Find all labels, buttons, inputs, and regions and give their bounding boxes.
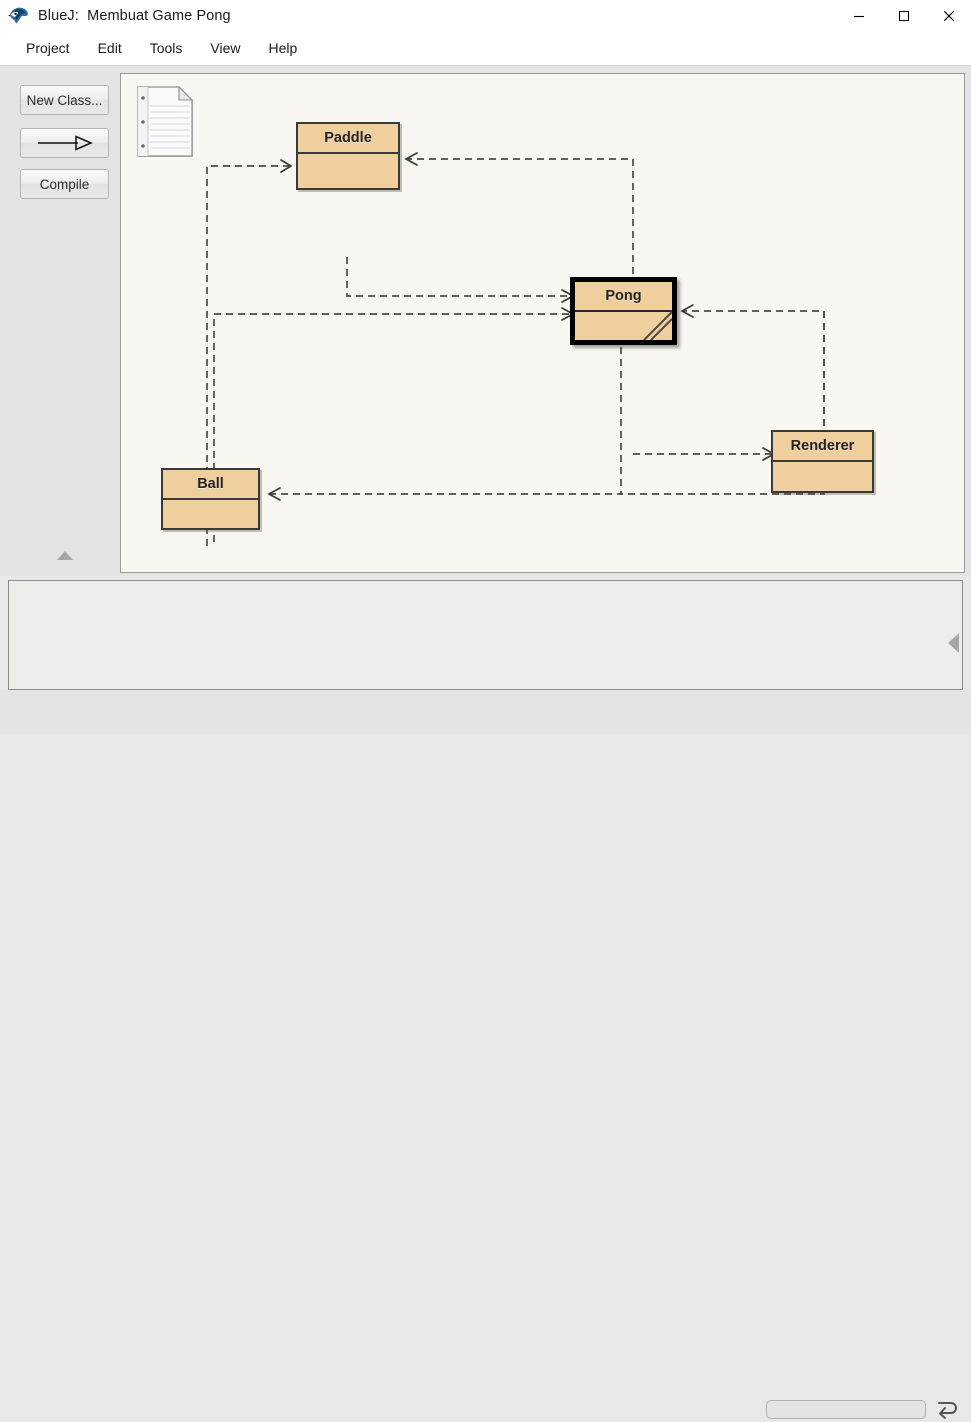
- terminal-panel[interactable]: [8, 580, 963, 690]
- close-icon: [943, 10, 954, 21]
- class-name-ball: Ball: [163, 470, 258, 500]
- maximize-icon: [898, 10, 909, 21]
- compile-button[interactable]: Compile: [20, 169, 109, 199]
- status-bar: [0, 690, 971, 1419]
- window-controls: [836, 0, 971, 31]
- minimize-button[interactable]: [836, 0, 881, 31]
- minimize-icon: [853, 15, 864, 17]
- class-name-pong: Pong: [575, 282, 672, 312]
- window-title: BlueJ: Membuat Game Pong: [38, 7, 231, 24]
- triangle-left-icon[interactable]: [948, 633, 959, 653]
- menu-edit[interactable]: Edit: [97, 40, 122, 56]
- maximize-button[interactable]: [881, 0, 926, 31]
- menu-tools[interactable]: Tools: [149, 40, 183, 56]
- triangle-up-icon[interactable]: [57, 551, 73, 560]
- class-box-ball[interactable]: Ball: [161, 468, 260, 530]
- uncompiled-stripes-icon: [643, 311, 672, 340]
- progress-indicator: [766, 1400, 926, 1419]
- menu-bar: Project Edit Tools View Help: [0, 31, 971, 66]
- class-name-renderer: Renderer: [773, 432, 872, 462]
- menu-project[interactable]: Project: [26, 40, 70, 56]
- class-box-pong[interactable]: Pong: [570, 277, 677, 345]
- readme-note-icon[interactable]: [136, 86, 196, 160]
- class-box-renderer[interactable]: Renderer: [771, 430, 874, 493]
- class-diagram-canvas[interactable]: Paddle Pong Ball Renderer: [120, 73, 965, 573]
- class-name-paddle: Paddle: [298, 124, 398, 154]
- restart-arrow-icon[interactable]: [934, 1396, 960, 1422]
- uses-arrow-icon: [37, 135, 93, 151]
- left-toolbar: New Class... Compile: [0, 66, 120, 576]
- new-class-button[interactable]: New Class...: [20, 85, 109, 115]
- uses-arrow-button[interactable]: [20, 128, 109, 158]
- menu-view[interactable]: View: [210, 40, 241, 56]
- class-box-paddle[interactable]: Paddle: [296, 122, 400, 190]
- main-body: New Class... Compile: [0, 66, 971, 576]
- close-button[interactable]: [926, 0, 971, 31]
- menu-help[interactable]: Help: [268, 40, 298, 56]
- title-bar: BlueJ: Membuat Game Pong: [0, 0, 971, 31]
- bluejay-logo-icon: [8, 7, 28, 24]
